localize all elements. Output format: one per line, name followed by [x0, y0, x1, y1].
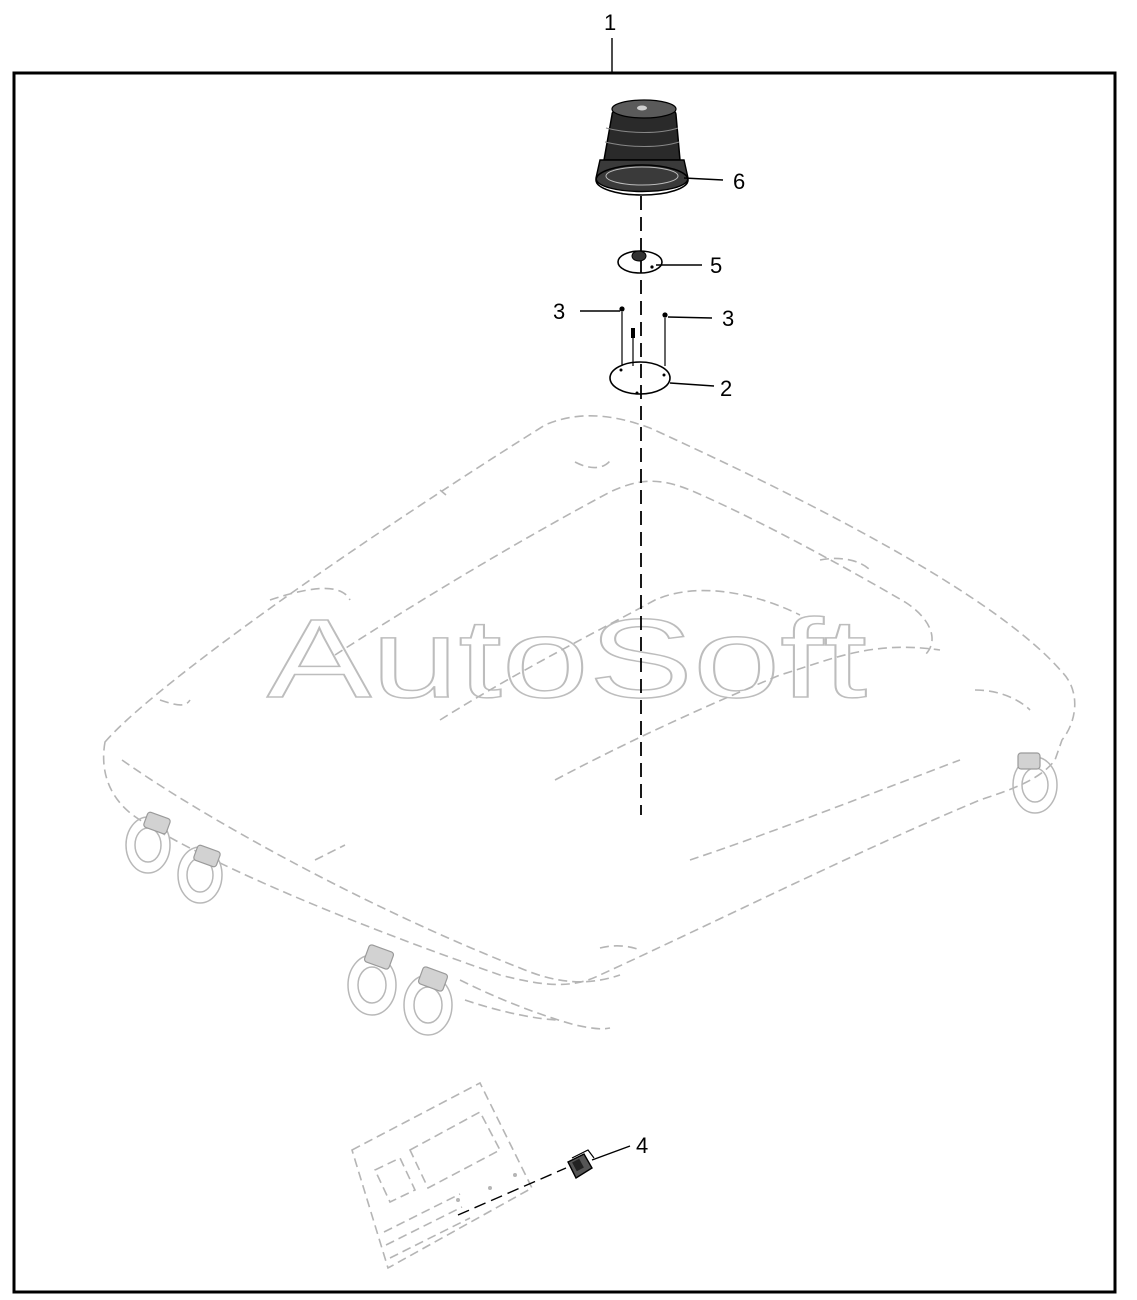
- work-lamp-front-left-2: [177, 844, 223, 904]
- callout-6: 6: [733, 169, 745, 194]
- mounting-plate-part: [609, 361, 671, 395]
- work-lamp-rear-1: [347, 944, 397, 1016]
- callout-4: 4: [636, 1133, 648, 1158]
- callout-3-right: 3: [722, 306, 734, 331]
- callout-5: 5: [710, 253, 722, 278]
- adapter-part: [617, 250, 663, 274]
- callout-1: 1: [604, 10, 616, 35]
- screw-left-part: [619, 306, 625, 366]
- beacon-part: [595, 99, 689, 196]
- work-lamp-rear-2: [403, 966, 453, 1036]
- watermark: AutoSoft: [267, 596, 867, 721]
- cab-roof-outline: [102, 415, 1076, 1030]
- control-switch-part: [567, 1149, 595, 1180]
- work-lamp-front-left-1: [125, 811, 171, 874]
- screw-right-part: [662, 312, 668, 366]
- callout-4-leader: [591, 1145, 631, 1161]
- callout-3-right-leader: [667, 316, 713, 319]
- callout-2: 2: [720, 376, 732, 401]
- diagram-frame: [12, 71, 1117, 1294]
- screw-center-part: [631, 328, 635, 366]
- control-panel-outline: [351, 1081, 534, 1270]
- work-lamp-right: [1012, 752, 1058, 814]
- callout-2-leader: [669, 382, 715, 387]
- callout-6-leader: [683, 177, 724, 181]
- switch-axis: [457, 1167, 567, 1216]
- callout-3-left: 3: [553, 299, 565, 324]
